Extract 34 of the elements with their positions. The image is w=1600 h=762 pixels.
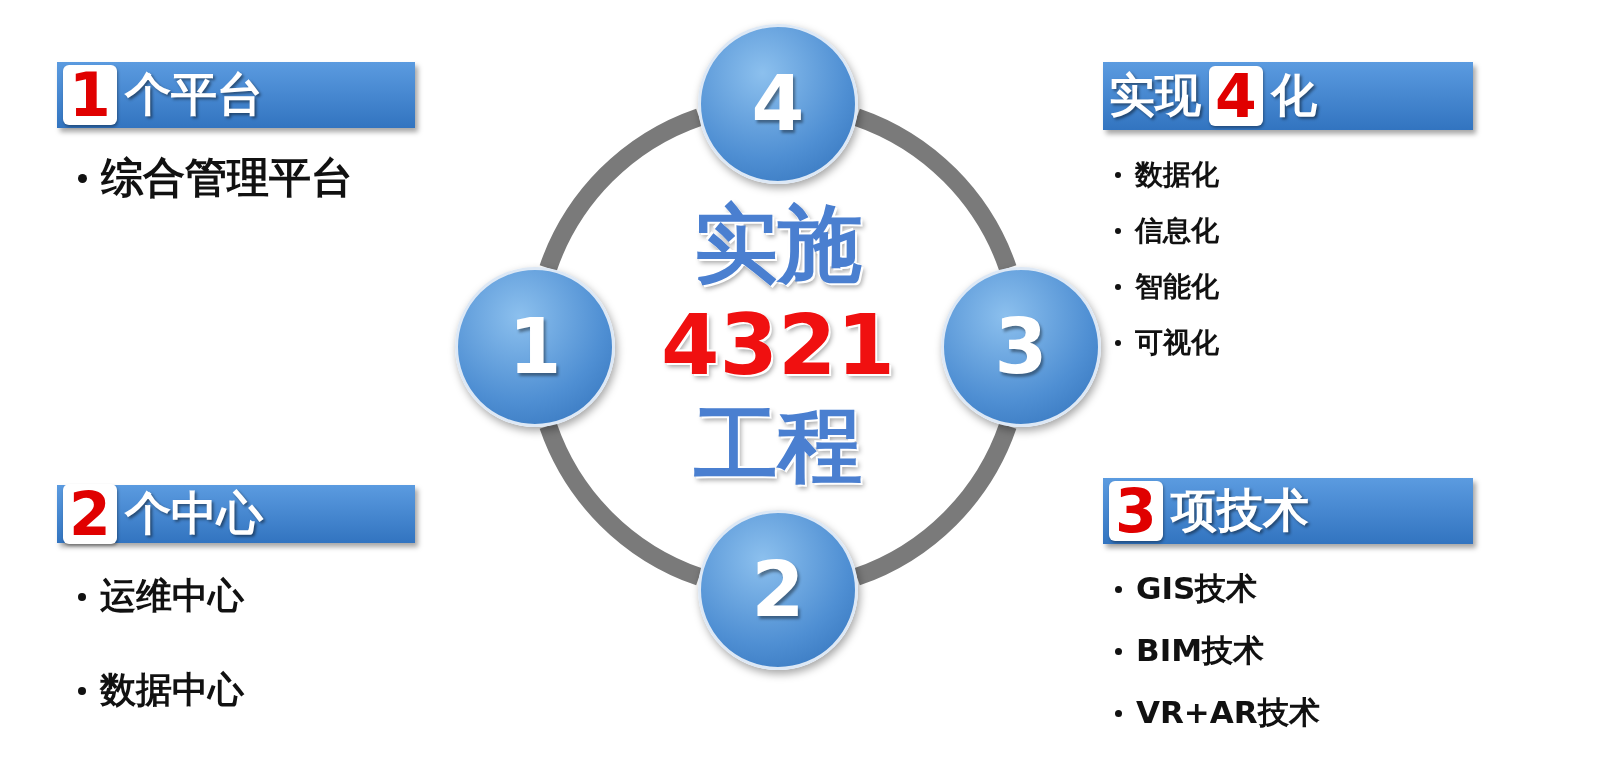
list-item-text: 可视化 (1135, 325, 1219, 361)
number-circle: 1 (455, 267, 615, 427)
heading-text: 项技术 (1170, 482, 1309, 539)
list-item-text: 运维中心 (100, 574, 244, 618)
heading-text: 实现 (1109, 67, 1201, 124)
heading-number: 1 (63, 65, 117, 125)
ring-arc (539, 422, 703, 586)
ring-arc (853, 108, 1017, 272)
number-circle: 4 (698, 24, 858, 184)
list-item-text: 智能化 (1135, 269, 1219, 305)
list-item-text: 数据中心 (100, 668, 244, 712)
title-banner (57, 485, 415, 543)
heading-text: 个中心 (124, 485, 263, 542)
title-banner (57, 62, 415, 128)
title-banner (1103, 62, 1473, 130)
center-number: 4321 (661, 294, 895, 396)
ring-arc (539, 108, 703, 272)
list-item-text: 综合管理平台 (101, 152, 353, 204)
center-title: 工程 (694, 395, 862, 497)
ring-arc (853, 422, 1017, 586)
heading-number: 3 (1109, 481, 1163, 541)
list-item-text: VR+AR技术 (1136, 693, 1320, 732)
list-item-text: 数据化 (1135, 157, 1219, 193)
heading-text: 化 (1270, 67, 1317, 124)
list-item-text: GIS技术 (1136, 569, 1258, 608)
center-title: 实施 (694, 193, 862, 295)
list-item-text: 信息化 (1135, 213, 1219, 249)
list-item-text: BIM技术 (1136, 631, 1264, 670)
heading-number: 4 (1209, 66, 1263, 126)
number-circle: 2 (698, 510, 858, 670)
title-banner (1103, 478, 1473, 544)
heading-text: 个平台 (124, 66, 263, 123)
heading-number: 2 (63, 484, 117, 544)
number-circle: 3 (941, 267, 1101, 427)
